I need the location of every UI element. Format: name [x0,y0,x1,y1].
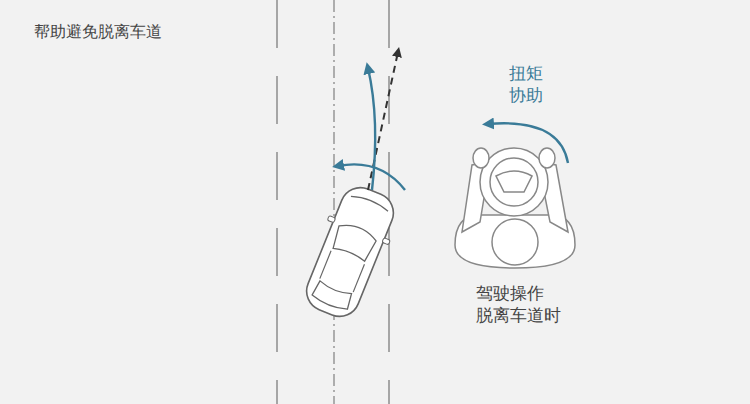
departure-path [368,52,398,190]
center-line [333,0,334,404]
torque-arrow [488,123,568,163]
car [295,179,405,324]
diagram-title: 帮助避免脱离车道 [34,22,162,43]
corrected-path [368,68,375,190]
annotation-label: 驾驶操作 脱离车道时 [476,282,571,326]
torque-arrow [338,164,405,190]
lane-line [276,0,278,404]
driver-figure [455,148,575,268]
annotation-label: 扭矩 协助 [506,62,547,106]
